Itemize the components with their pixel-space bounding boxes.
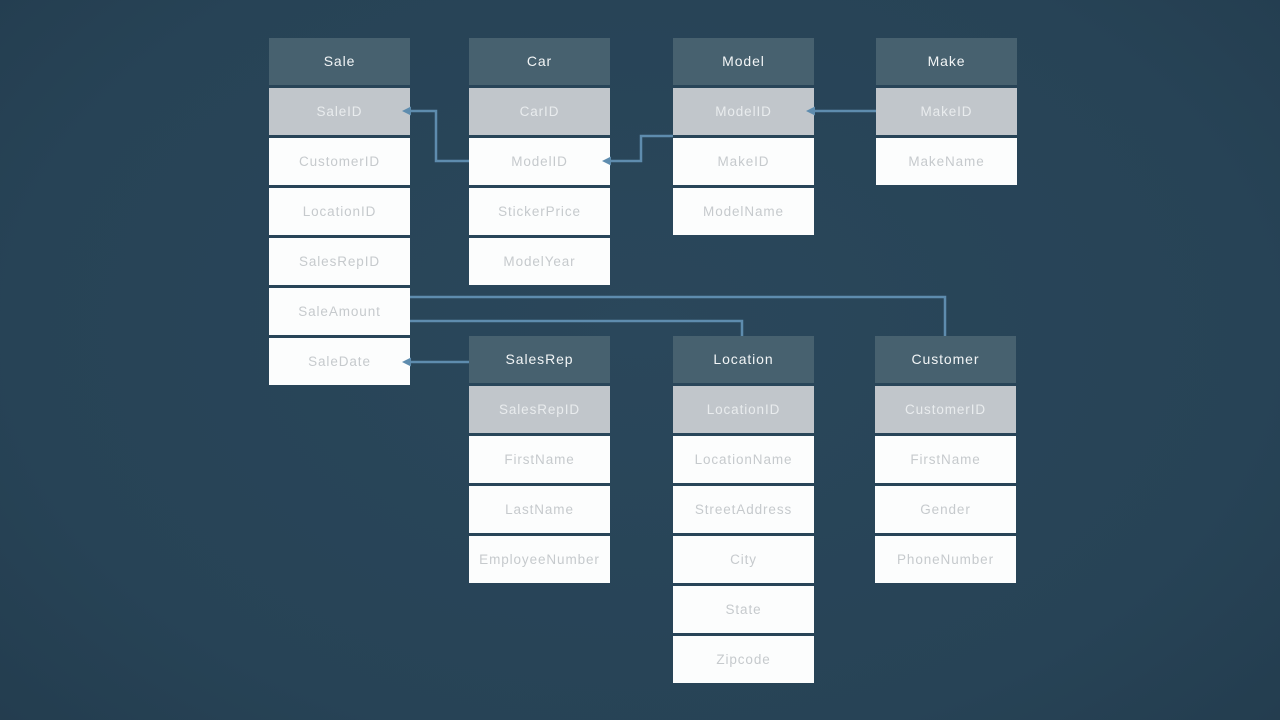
field-salesrepid: SalesRepID <box>269 238 410 285</box>
field-locationname: LocationName <box>673 436 814 483</box>
field-phonenumber: PhoneNumber <box>875 536 1016 583</box>
field-makeid: MakeID <box>673 138 814 185</box>
table-title-model: Model <box>673 38 814 85</box>
field-modelyear: ModelYear <box>469 238 610 285</box>
field-locationid: LocationID <box>269 188 410 235</box>
table-title-make: Make <box>876 38 1017 85</box>
key-field-carid: CarID <box>469 88 610 135</box>
table-title-salesrep: SalesRep <box>469 336 610 383</box>
key-field-modelid: ModelID <box>673 88 814 135</box>
field-lastname: LastName <box>469 486 610 533</box>
field-firstname: FirstName <box>875 436 1016 483</box>
key-field-customerid: CustomerID <box>875 386 1016 433</box>
field-state: State <box>673 586 814 633</box>
field-saledate: SaleDate <box>269 338 410 385</box>
field-employeenumber: EmployeeNumber <box>469 536 610 583</box>
field-stickerprice: StickerPrice <box>469 188 610 235</box>
field-zipcode: Zipcode <box>673 636 814 683</box>
table-title-location: Location <box>673 336 814 383</box>
table-title-customer: Customer <box>875 336 1016 383</box>
field-modelname: ModelName <box>673 188 814 235</box>
table-title-sale: Sale <box>269 38 410 85</box>
field-saleamount: SaleAmount <box>269 288 410 335</box>
field-gender: Gender <box>875 486 1016 533</box>
field-modelid: ModelID <box>469 138 610 185</box>
field-makename: MakeName <box>876 138 1017 185</box>
field-city: City <box>673 536 814 583</box>
key-field-saleid: SaleID <box>269 88 410 135</box>
key-field-makeid: MakeID <box>876 88 1017 135</box>
field-streetaddress: StreetAddress <box>673 486 814 533</box>
table-title-car: Car <box>469 38 610 85</box>
field-firstname: FirstName <box>469 436 610 483</box>
field-customerid: CustomerID <box>269 138 410 185</box>
key-field-salesrepid: SalesRepID <box>469 386 610 433</box>
key-field-locationid: LocationID <box>673 386 814 433</box>
